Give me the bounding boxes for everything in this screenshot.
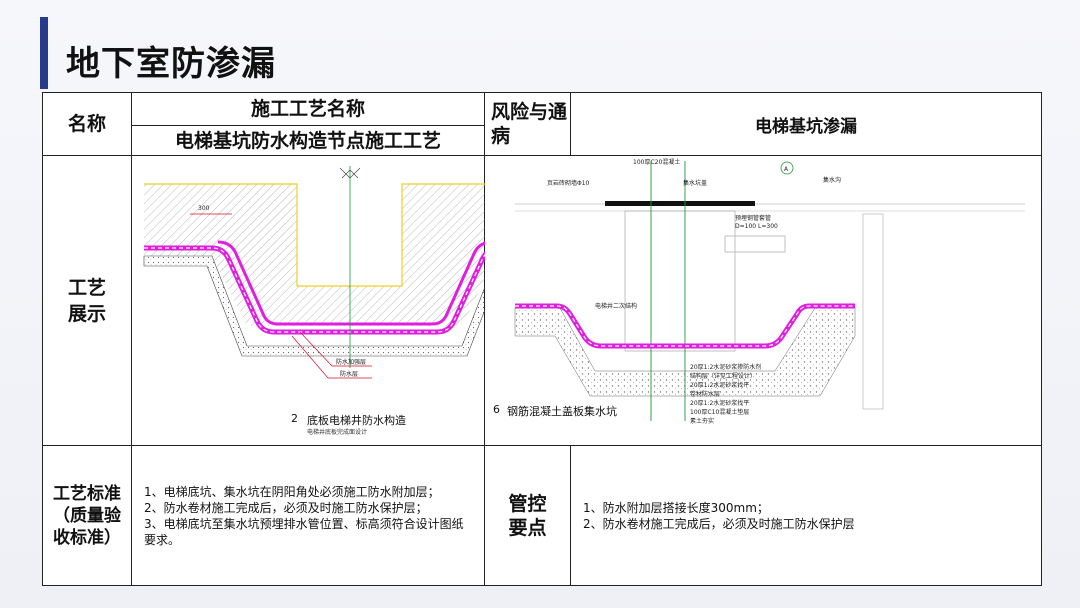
label-waterproof-layer: 防水层	[340, 370, 358, 378]
drawing-right-cell: A 100厚C20混凝土 页岩砖砌墙Φ10 集水坑盖 集水沟 预埋钢管套管 D=…	[484, 155, 1042, 446]
layer-label: 素土夯实	[690, 417, 714, 425]
sump-section-svg: A 100厚C20混凝土 页岩砖砌墙Φ10 集水坑盖 集水沟 预埋钢管套管 D=…	[514, 158, 1025, 425]
pit-section-svg: 300 300 防水加强层 防水层	[143, 166, 485, 379]
circle-label: A	[784, 166, 789, 173]
standard-items: 1、电梯底坑、集水坑在阴阳角处必须施工防水附加层； 2、防水卷材施工完成后，必须…	[131, 445, 485, 586]
layer-label: 20厚1:2水泥砂浆掺防水剂	[690, 363, 761, 371]
pit-waterproof-drawing: 300 300 防水加强层 防水层 2 底板电梯井防水构造 电梯井底板完成面设计	[132, 156, 485, 445]
sump-drawing: A 100厚C20混凝土 页岩砖砌墙Φ10 集水坑盖 集水沟 预埋钢管套管 D=…	[485, 156, 1041, 445]
page-title: 地下室防渗漏	[66, 44, 276, 84]
caption-num-left: 2	[291, 412, 298, 425]
label-inner: 电梯井二次结构	[595, 302, 637, 310]
layer-label: 100厚C10混凝土垫层	[690, 408, 749, 416]
membrane-extra	[217, 240, 485, 326]
label-extra-layer: 防水加强层	[336, 358, 366, 366]
control-item: 2、防水卷材施工完成后，必须及时施工防水保护层	[583, 516, 855, 531]
display-label: 工艺展示	[42, 155, 132, 446]
name-label: 名称	[42, 92, 132, 156]
structure-hatch	[144, 184, 485, 326]
process-name-label: 施工工艺名称	[131, 92, 485, 126]
label-right: 集水沟	[823, 176, 841, 184]
label-pipe-dim: D=100 L=300	[735, 223, 778, 230]
drawing-left-cell: 300 300 防水加强层 防水层 2 底板电梯井防水构造 电梯井底板完成面设计	[131, 155, 485, 446]
layer-labels: 20厚1:2水泥砂浆掺防水剂 结构层（详见工程设计） 20厚1:2水泥砂浆找平 …	[690, 363, 761, 425]
label-top: 100厚C20混凝土	[633, 158, 680, 166]
control-label: 管控要点	[484, 445, 571, 586]
caption-right: 钢筋混凝土盖板集水坑	[507, 405, 617, 418]
control-items: 1、防水附加层搭接长度300mm； 2、防水卷材施工完成后，必须及时施工防水保护…	[570, 445, 1042, 586]
layer-label: 结构层（详见工程设计）	[690, 372, 756, 380]
caption-sub-left: 电梯井底板完成面设计	[307, 429, 368, 436]
risk-value: 电梯基坑渗漏	[570, 92, 1042, 156]
caption-num-right: 6	[493, 403, 500, 416]
label-pipe: 预埋钢管套管	[735, 214, 771, 222]
standard-item: 1、电梯底坑、集水坑在阴阳角处必须施工防水附加层；	[144, 484, 440, 499]
standard-item: 2、防水卷材施工完成后，必须及时施工防水保护层；	[144, 500, 428, 515]
label-left: 页岩砖砌墙Φ10	[547, 179, 590, 187]
process-table: 名称 施工工艺名称 风险与通病 电梯基坑渗漏 电梯基坑防水构造节点施工工艺 工艺…	[42, 92, 1042, 586]
layer-label: 卷材防水层	[690, 390, 720, 398]
caption-left: 底板电梯井防水构造	[307, 414, 406, 427]
standard-label: 工艺标准（质量验收标准）	[42, 445, 132, 586]
label-middle: 集水坑盖	[683, 179, 707, 187]
title-accent-bar	[40, 17, 48, 89]
control-item: 1、防水附加层搭接长度300mm；	[583, 500, 769, 515]
dim-left: 300	[198, 205, 210, 212]
process-name-value: 电梯基坑防水构造节点施工工艺	[131, 125, 485, 156]
gravel-base	[143, 255, 485, 357]
layer-label: 20厚1:2水泥砂浆找平	[690, 399, 749, 407]
risk-label: 风险与通病	[484, 92, 571, 156]
standard-item: 3、电梯底坑至集水坑预埋排水管位置、标高须符合设计图纸要求。	[144, 516, 464, 547]
sump-gravel	[514, 307, 856, 397]
layer-label: 20厚1:2水泥砂浆找平	[690, 381, 749, 389]
